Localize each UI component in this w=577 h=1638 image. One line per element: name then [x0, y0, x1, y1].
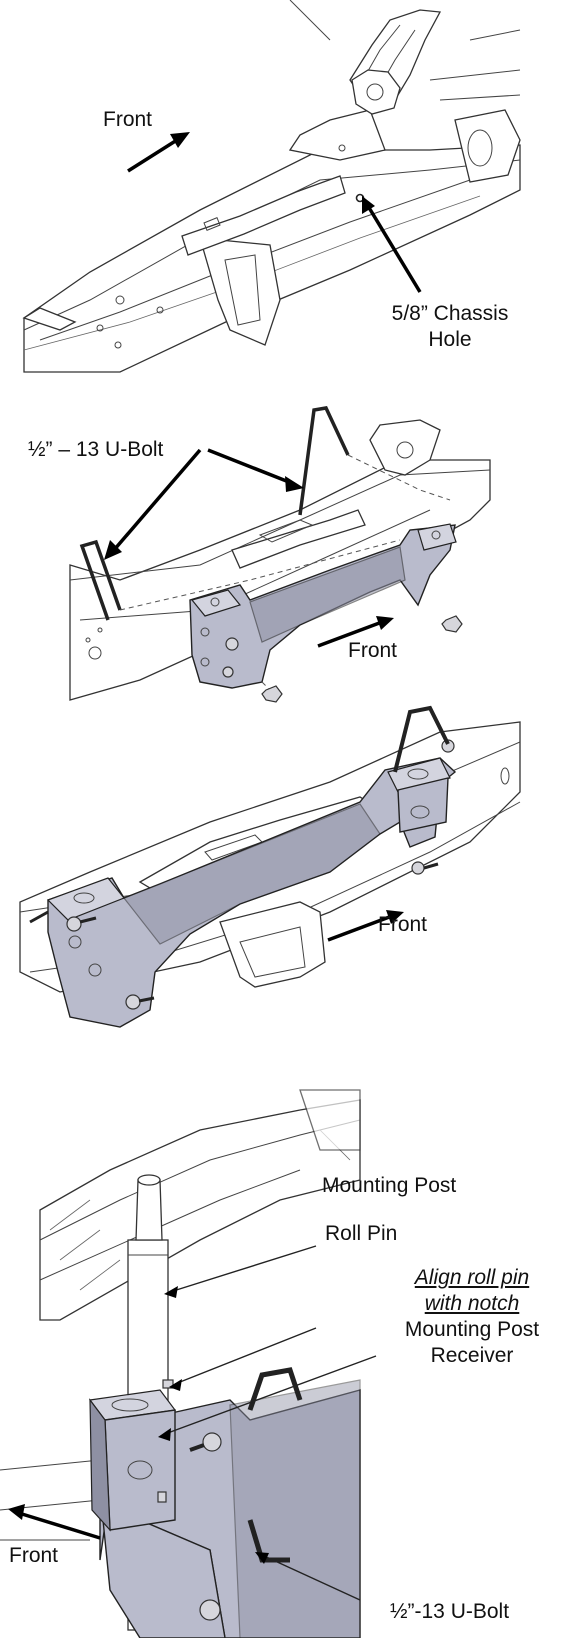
- mounting-post-drawing: [0, 1089, 377, 1638]
- roll-pin-label: Roll Pin: [325, 1222, 398, 1245]
- ubolt-left: [79, 539, 122, 621]
- front-label: Front: [378, 913, 428, 936]
- ubolt-exploded-drawing: [69, 406, 491, 703]
- ubolt-right: [298, 406, 350, 516]
- step4-panel: Mounting Post Roll Pin Align roll pin wi…: [0, 1089, 577, 1638]
- ubolt-label: ½”-13 U-Bolt: [390, 1600, 510, 1623]
- roll-pin: [162, 1379, 174, 1389]
- chassis-hole-label: 5/8” Chassis Hole: [380, 301, 520, 353]
- mounting-post-label: Mounting Post: [322, 1174, 457, 1197]
- front-direction-arrow: [127, 138, 178, 173]
- ubolt: [247, 1367, 303, 1411]
- chassis-frame-drawing: [22, 0, 521, 373]
- chassis-hole-label-line2: Hole: [428, 328, 472, 351]
- bracket-installed-drawing: [19, 705, 521, 1028]
- front-label: Front: [9, 1544, 59, 1567]
- receiver-label-line1: Mounting Post: [404, 1318, 540, 1341]
- receiver-label-line2: Receiver: [430, 1344, 514, 1367]
- front-label: Front: [348, 639, 398, 662]
- step1-panel: Front 5/8” Chassis Hole: [0, 0, 577, 380]
- align-note-line2: with notch: [424, 1292, 520, 1315]
- chassis-hole-label-line1: 5/8” Chassis: [391, 302, 509, 325]
- front-label: Front: [103, 108, 153, 131]
- step3-panel: Front: [0, 672, 577, 1032]
- align-note-line1: Align roll pin: [414, 1266, 530, 1289]
- ubolt-label: ½” – 13 U-Bolt: [28, 438, 164, 461]
- step2-panel: ½” – 13 U-Bolt Front: [0, 406, 577, 710]
- align-note: Align roll pin with notch Mounting Post …: [382, 1265, 562, 1369]
